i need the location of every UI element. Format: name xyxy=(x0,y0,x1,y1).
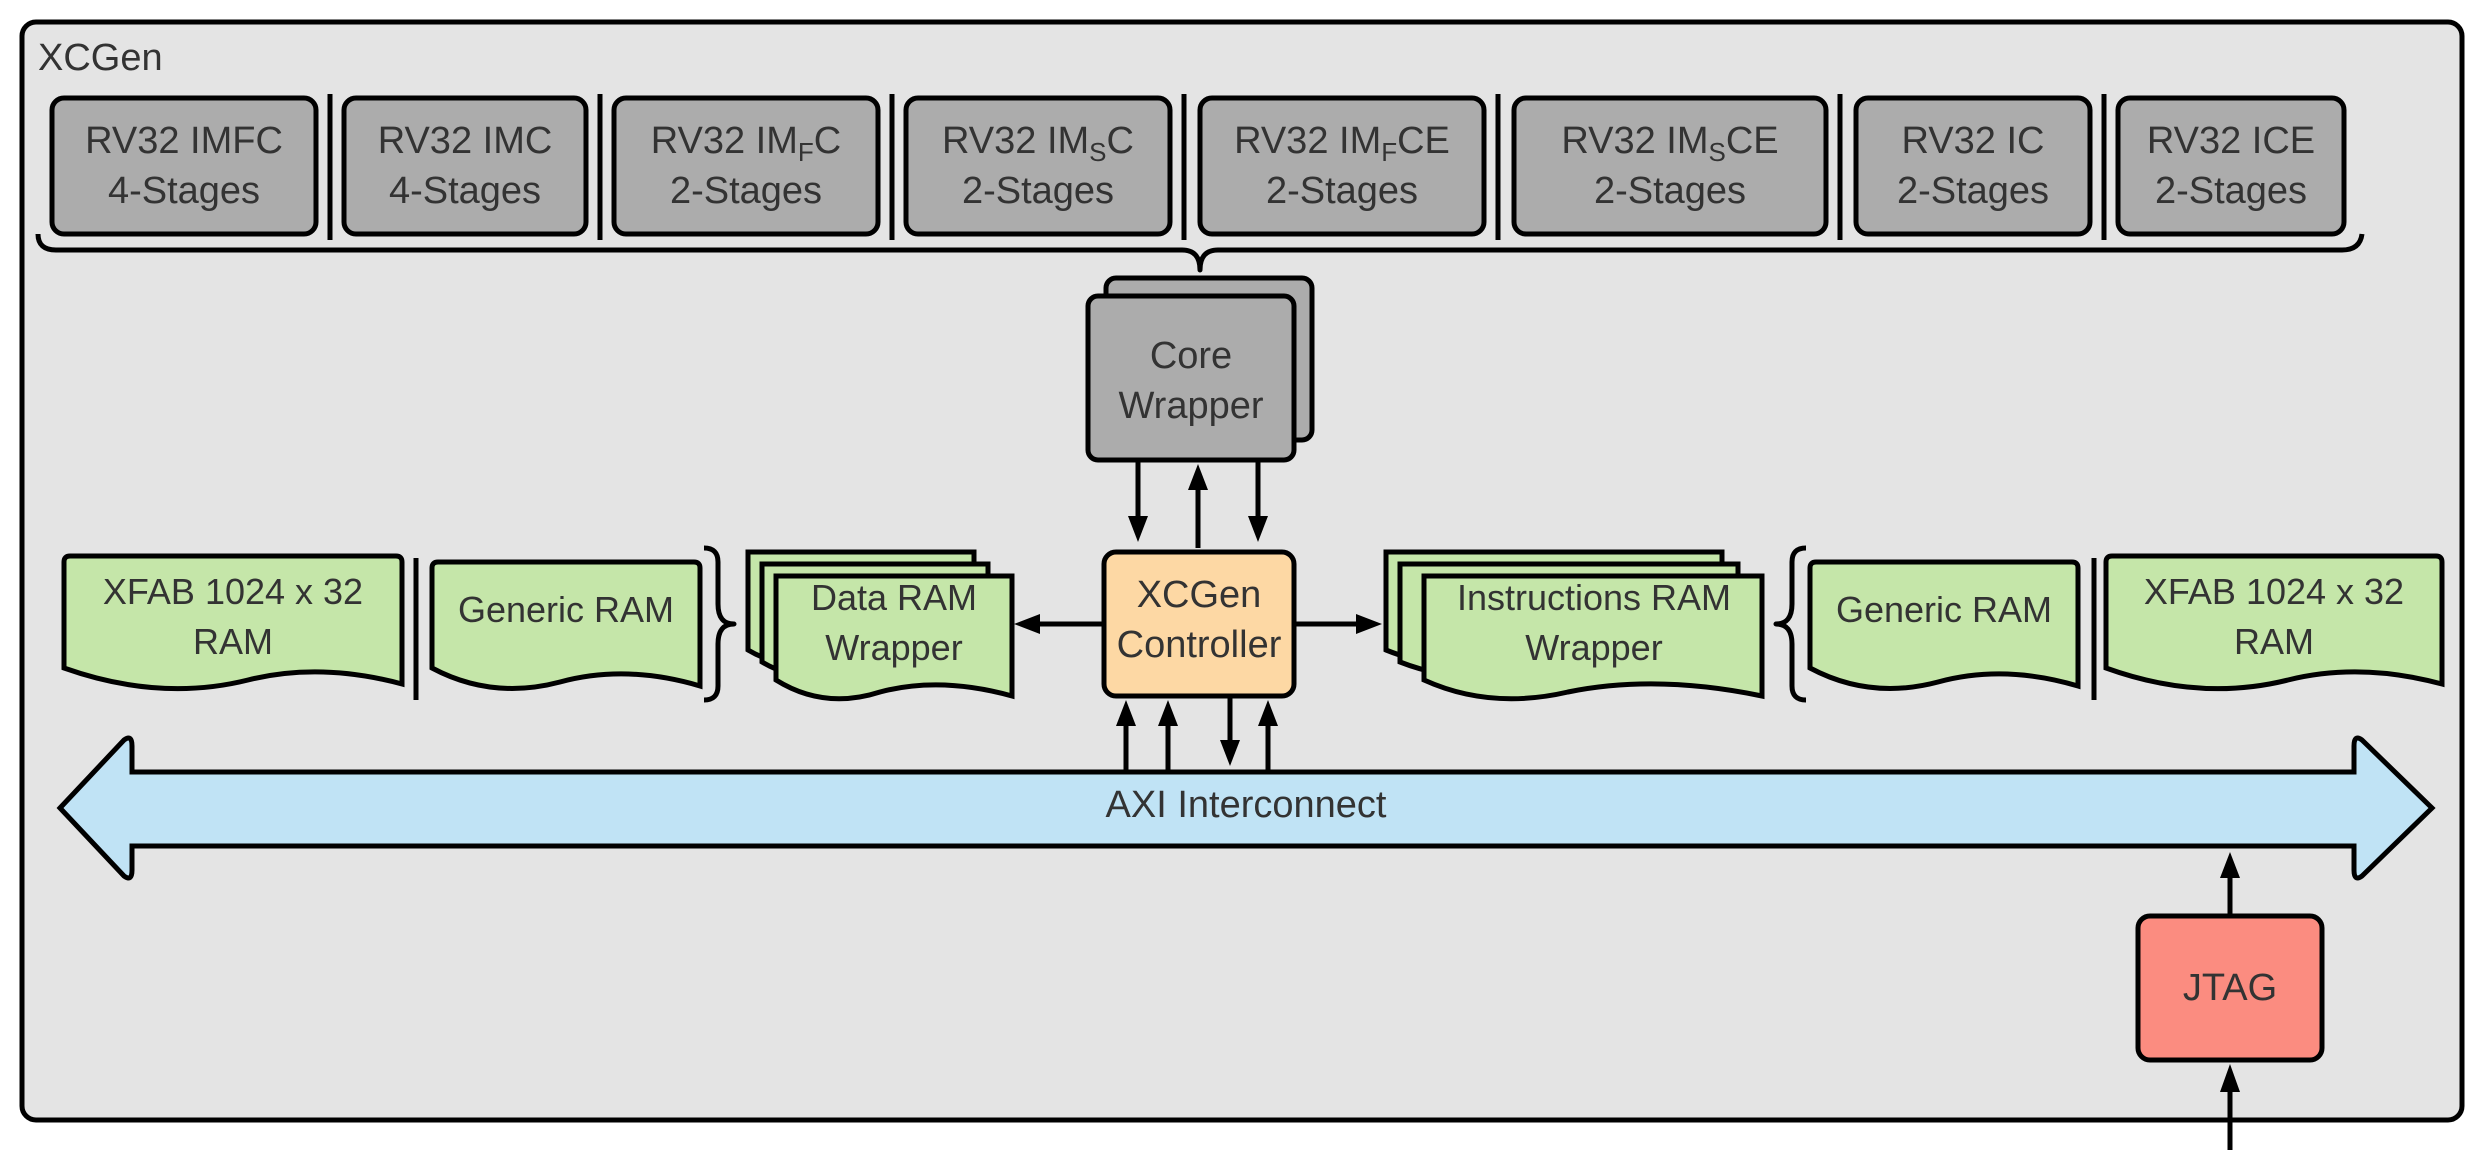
wrapper-controller-arrows xyxy=(1128,462,1268,548)
core-brace xyxy=(35,233,2365,273)
jtag-label: JTAG xyxy=(2183,967,2277,1009)
core-stages: 2-Stages xyxy=(962,170,1114,212)
core-box-imc: RV32 IMC 4-Stages xyxy=(341,95,589,237)
instr-generic-ram: Generic RAM xyxy=(1807,559,2081,691)
xfab-line2: RAM xyxy=(193,621,273,662)
instr-xfab-ram: XFAB 1024 x 32 RAM xyxy=(2103,553,2445,692)
core-box-ice: RV32 ICE 2-Stages xyxy=(2115,95,2347,237)
instr-brace xyxy=(1773,545,1807,703)
frame-title: XCGen xyxy=(38,37,163,79)
core-label: RV32 IMFC xyxy=(651,120,841,167)
core-stages: 2-Stages xyxy=(1594,170,1746,212)
generic-ram-label: Generic RAM xyxy=(1836,589,2052,630)
core-box-ic: RV32 IC 2-Stages xyxy=(1853,95,2093,237)
data-wrapper-line1: Data RAM xyxy=(811,577,977,618)
core-label: RV32 IMSC xyxy=(942,120,1134,167)
controller-line1: XCGen xyxy=(1137,574,1262,616)
controller-axi-arrows xyxy=(1116,696,1278,770)
generic-ram-label: Generic RAM xyxy=(458,589,674,630)
axi-label: AXI Interconnect xyxy=(1106,784,1387,826)
controller-to-data-arrow xyxy=(1014,614,1104,634)
core-label: RV32 IMFC xyxy=(85,120,283,162)
core-label: RV32 IMC xyxy=(378,120,553,162)
instr-wrapper-line1: Instructions RAM xyxy=(1457,577,1731,618)
instr-ram-wrapper: Instructions RAM Wrapper xyxy=(1383,549,1765,702)
data-ram-wrapper: Data RAM Wrapper xyxy=(745,549,1015,702)
core-box-imfc-2stage: RV32 IMFC 2-Stages xyxy=(611,95,881,237)
core-wrapper: Core Wrapper xyxy=(1085,275,1315,463)
core-label: RV32 IC xyxy=(1902,120,2045,162)
instr-wrapper-line2: Wrapper xyxy=(1525,627,1662,668)
core-label: RV32 IMFCE xyxy=(1234,120,1450,167)
jtag-to-axi-arrow xyxy=(2220,852,2240,914)
core-stages: 2-Stages xyxy=(670,170,822,212)
core-wrapper-line2: Wrapper xyxy=(1118,385,1263,427)
xfab-line1: XFAB 1024 x 32 xyxy=(103,571,363,612)
core-box-imfce: RV32 IMFCE 2-Stages xyxy=(1197,95,1487,237)
external-jtag-arrow xyxy=(2220,1064,2240,1150)
axi-interconnect: AXI Interconnect xyxy=(56,735,2436,881)
core-label: RV32 IMSCE xyxy=(1561,120,1778,167)
core-stages: 2-Stages xyxy=(1266,170,1418,212)
core-box-imfc: RV32 IMFC 4-Stages xyxy=(49,95,319,237)
data-brace xyxy=(703,545,737,703)
controller-to-instr-arrow xyxy=(1294,614,1382,634)
data-generic-ram: Generic RAM xyxy=(429,559,703,691)
core-label: RV32 ICE xyxy=(2147,120,2315,162)
core-stages: 4-Stages xyxy=(108,170,260,212)
jtag-block: JTAG xyxy=(2135,913,2325,1063)
core-stages: 4-Stages xyxy=(389,170,541,212)
core-wrapper-line1: Core xyxy=(1150,335,1232,377)
data-xfab-ram: XFAB 1024 x 32 RAM xyxy=(61,553,405,692)
core-stages: 2-Stages xyxy=(2155,170,2307,212)
core-box-imsce: RV32 IMSCE 2-Stages xyxy=(1511,95,1829,237)
core-box-imsc: RV32 IMSC 2-Stages xyxy=(903,95,1173,237)
xfab-line1: XFAB 1024 x 32 xyxy=(2144,571,2404,612)
data-wrapper-line2: Wrapper xyxy=(825,627,962,668)
core-variants: RV32 IMFC 4-Stages RV32 IMC 4-Stages RV3… xyxy=(49,94,2347,240)
controller-line2: Controller xyxy=(1117,624,1282,666)
xcgen-controller: XCGen Controller xyxy=(1101,549,1297,699)
xfab-line2: RAM xyxy=(2234,621,2314,662)
core-stages: 2-Stages xyxy=(1897,170,2049,212)
